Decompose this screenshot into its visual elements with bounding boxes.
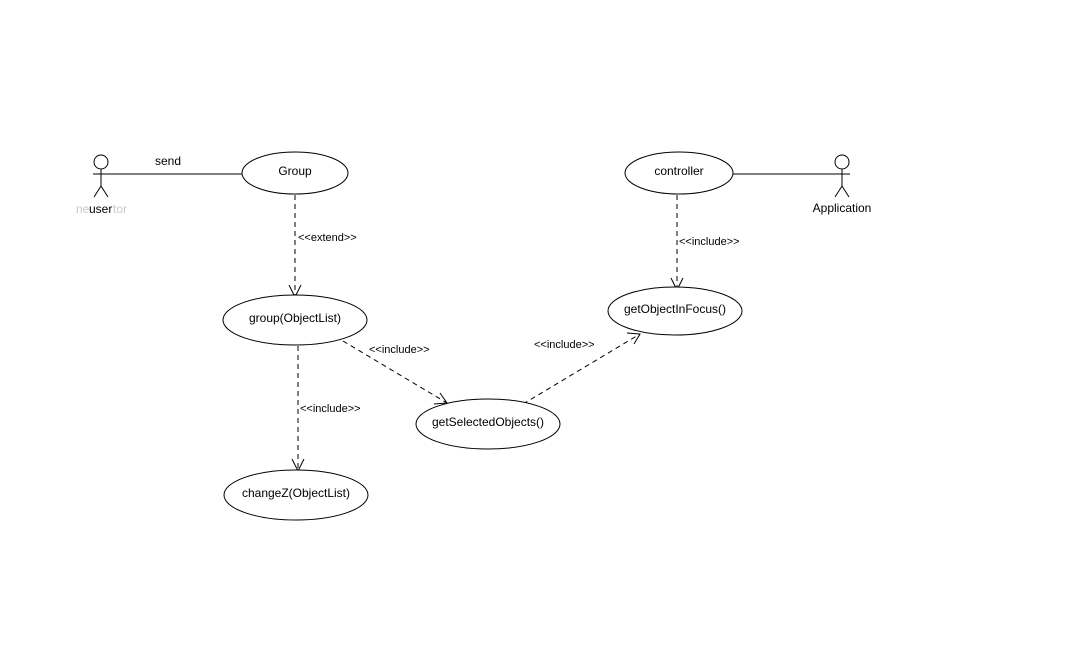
dependency-include-getfocus: [522, 332, 641, 405]
actor-application-figure-icon: [834, 154, 850, 198]
use-case-changez-label: changeZ(ObjectList): [242, 486, 350, 500]
use-case-getobjectinfocus-label: getObjectInFocus(): [624, 302, 726, 316]
association-label-send: send: [155, 154, 181, 168]
actor-user-ghost-right: tor: [113, 202, 127, 216]
dependency-label-extend: <<extend>>: [298, 232, 357, 244]
use-case-controller-label: controller: [654, 164, 703, 178]
use-case-getselectedobjects[interactable]: getSelectedObjects(): [415, 398, 561, 450]
use-case-group[interactable]: Group: [241, 151, 349, 195]
use-case-group-label: Group: [278, 164, 312, 178]
use-case-getselectedobjects-label: getSelectedObjects(): [432, 415, 544, 429]
dependency-label-include-getfocus: <<include>>: [534, 339, 595, 351]
use-case-group-objectlist[interactable]: group(ObjectList): [222, 294, 368, 346]
dependency-label-include-controller: <<include>>: [679, 236, 740, 248]
use-case-group-objectlist-label: group(ObjectList): [249, 311, 341, 325]
actor-application[interactable]: Application: [813, 154, 872, 215]
use-case-controller[interactable]: controller: [624, 151, 734, 195]
actor-user-figure-icon: [93, 154, 109, 198]
dependency-label-include-getselected: <<include>>: [369, 344, 430, 356]
dependency-label-include-changez: <<include>>: [300, 403, 361, 415]
use-case-getobjectinfocus[interactable]: getObjectInFocus(): [607, 286, 743, 336]
actor-user-ghost-left: ne: [76, 202, 90, 216]
actor-user-label: user: [89, 202, 112, 216]
dependency-extend-group: [288, 195, 302, 299]
use-case-changez[interactable]: changeZ(ObjectList): [223, 469, 369, 521]
actor-application-label: Application: [813, 201, 872, 215]
actor-user[interactable]: ne user tor: [76, 154, 127, 216]
